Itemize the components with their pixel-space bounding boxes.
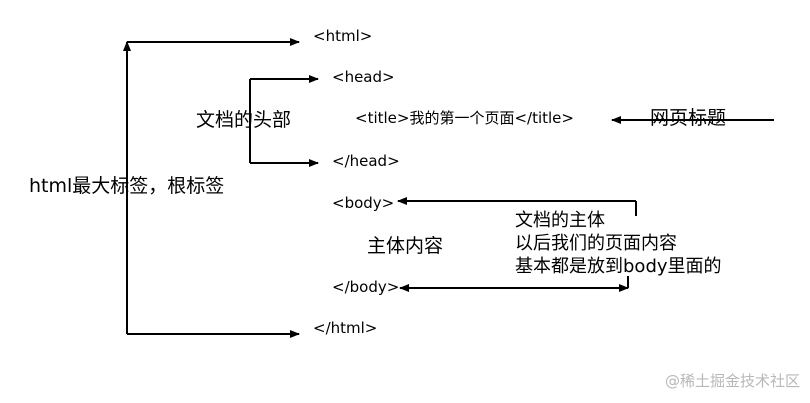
watermark: @稀土掘金技术社区 — [664, 372, 800, 390]
body-note-line2: 以后我们的页面内容 — [515, 233, 677, 254]
body-open-tag: <body> — [332, 194, 395, 212]
body-note-line3: 基本都是放到body里面的 — [515, 256, 722, 277]
html-root-note: html最大标签，根标签 — [29, 175, 225, 197]
head-doc-note: 文档的头部 — [196, 109, 292, 131]
html-open-tag: <html> — [313, 27, 373, 45]
head-close-tag: </head> — [332, 152, 400, 170]
page-title-note: 网页标题 — [650, 107, 727, 129]
body-content-note: 主体内容 — [367, 235, 444, 257]
html-close-tag: </html> — [313, 319, 378, 337]
body-note-line1: 文档的主体 — [515, 210, 605, 231]
body-close-tag: </body> — [332, 278, 400, 296]
title-tag-line: <title>我的第一个页面</title> — [355, 109, 574, 127]
head-open-tag: <head> — [332, 68, 395, 86]
